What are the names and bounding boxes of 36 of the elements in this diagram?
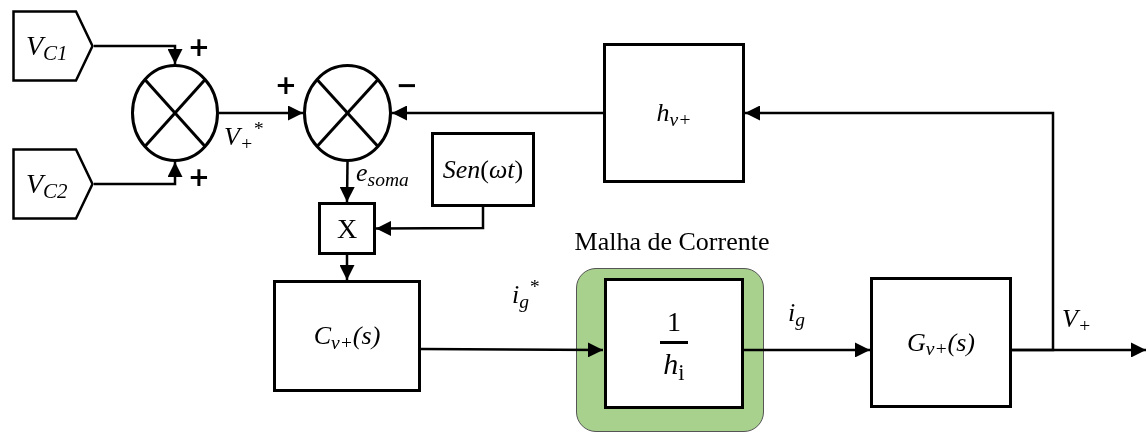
signal-arrow (339, 162, 355, 202)
signal-arrow (376, 207, 485, 236)
signal-arrow (94, 162, 183, 186)
sign-label: + (188, 164, 210, 190)
input-label: V$_{C2}$ (26, 170, 68, 198)
block-label: C$_{v+}$(s) (313, 323, 381, 349)
block-label: h$_{v+}$ (656, 100, 692, 126)
block-label: G$_{v+}$(s) (906, 329, 976, 356)
input-label: V$_{C1}$ (26, 32, 68, 60)
transfer-block (431, 132, 535, 207)
transfer-block (603, 43, 745, 183)
signal-arrow (743, 342, 870, 358)
block-label: X (336, 214, 358, 243)
signal-arrow (94, 44, 183, 64)
multiplier-block (318, 202, 376, 255)
summing-junction (131, 64, 219, 162)
transfer-block (870, 277, 1012, 408)
signal-arrow (745, 105, 1055, 352)
signal-arrow (339, 255, 355, 280)
summing-junction (303, 64, 392, 162)
block-label: Sen(ωt) (442, 156, 524, 183)
signal-arrow (392, 105, 603, 121)
sign-label: − (396, 72, 418, 98)
numerator: 1 (667, 308, 681, 336)
signal-arrow (421, 342, 603, 358)
gain-block (604, 278, 744, 409)
sign-label: + (275, 72, 297, 98)
signal-label: e$_{soma}$ (356, 160, 409, 186)
sign-label: + (188, 34, 210, 60)
signal-label: V$_{+}$ (1062, 306, 1092, 332)
input-terminal (12, 10, 94, 82)
signal-arrow (219, 105, 303, 121)
region-title: Malha de Corrente (573, 229, 771, 255)
denominator: h$_{i}$ (663, 349, 685, 379)
input-terminal (12, 148, 94, 220)
transfer-block (273, 280, 421, 392)
